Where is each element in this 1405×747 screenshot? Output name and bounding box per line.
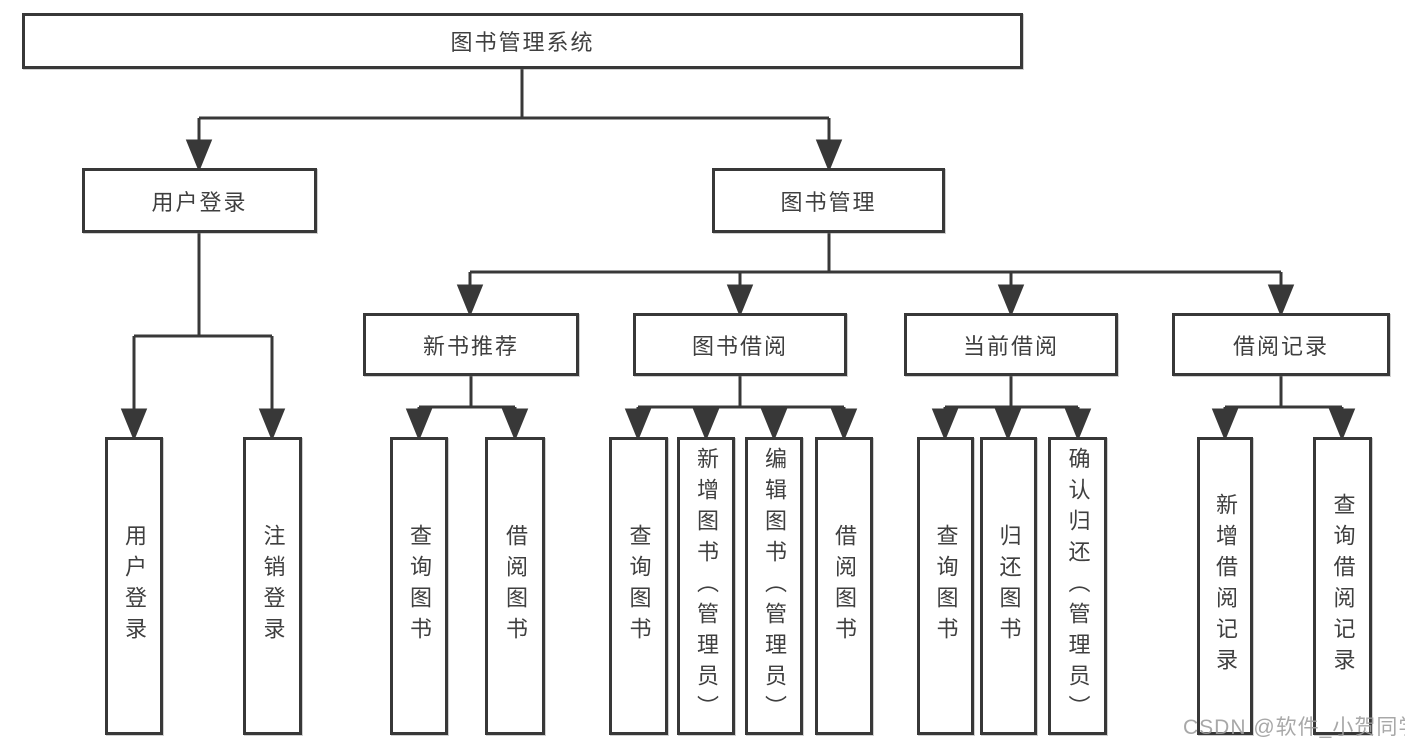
- node-book-management: 图书管理: [712, 168, 945, 233]
- node-label: 图书管理系统: [450, 30, 595, 55]
- connector-new-books-to-leaves: [405, 376, 529, 441]
- leaf-query-books-3: 查询图书: [917, 437, 974, 735]
- node-label: 图书借阅: [691, 333, 788, 359]
- arrowhead-icon: [815, 139, 843, 172]
- arrowhead-icon: [1328, 408, 1356, 441]
- leaf-label: 新增借阅记录: [1213, 493, 1238, 679]
- connector-root-to-level2: [185, 69, 843, 172]
- leaf-query-books-1: 查询图书: [390, 437, 448, 735]
- leaf-label: 新增图书（管理员）: [694, 446, 719, 726]
- arrowhead-icon: [1267, 284, 1295, 317]
- node-new-book-recommendation: 新书推荐: [363, 313, 579, 376]
- leaf-add-borrow-record: 新增借阅记录: [1197, 437, 1253, 735]
- node-borrowing-records: 借阅记录: [1172, 313, 1390, 376]
- node-book-borrowing: 图书借阅: [633, 313, 847, 376]
- leaf-borrow-books-2: 借阅图书: [815, 437, 873, 735]
- node-label: 新书推荐: [422, 333, 519, 359]
- leaf-label: 借阅图书: [832, 524, 857, 648]
- connector-current-to-leaves: [931, 376, 1092, 441]
- csdn-watermark: CSDN @软件_小贺同学: [1183, 716, 1405, 739]
- node-library-management-system: 图书管理系统: [22, 13, 1023, 69]
- leaf-add-books-admin: 新增图书（管理员）: [677, 437, 735, 735]
- leaf-label: 归还图书: [996, 524, 1022, 648]
- leaf-return-books: 归还图书: [980, 437, 1037, 735]
- connector-borrowing-to-leaves: [624, 376, 858, 441]
- connector-records-to-leaves: [1211, 376, 1356, 441]
- arrowhead-icon: [692, 408, 720, 441]
- arrowhead-icon: [760, 408, 788, 441]
- arrowhead-icon: [501, 408, 529, 441]
- connector-book-mgmt-to-level3: [456, 233, 1295, 317]
- arrowhead-icon: [830, 408, 858, 441]
- leaf-label: 注销登录: [260, 524, 286, 648]
- leaf-label: 用户登录: [122, 524, 147, 648]
- arrowhead-icon: [1211, 408, 1239, 441]
- node-label: 图书管理: [780, 189, 877, 215]
- leaf-label: 确认归还（管理员）: [1065, 446, 1091, 726]
- leaf-logout: 注销登录: [243, 437, 302, 735]
- connector-user-login-to-leaves: [120, 232, 286, 441]
- leaf-label: 编辑图书（管理员）: [762, 446, 787, 726]
- leaf-label: 查询借阅记录: [1330, 493, 1356, 679]
- arrowhead-icon: [931, 408, 959, 441]
- arrowhead-icon: [1064, 408, 1092, 441]
- leaf-query-books-2: 查询图书: [609, 437, 668, 735]
- arrowhead-icon: [456, 284, 484, 317]
- arrowhead-icon: [624, 408, 652, 441]
- node-label: 当前借阅: [962, 333, 1059, 359]
- arrowhead-icon: [258, 408, 286, 441]
- arrowhead-icon: [405, 408, 433, 441]
- arrowhead-icon: [726, 284, 754, 317]
- node-current-borrowing: 当前借阅: [904, 313, 1118, 376]
- arrowhead-icon: [994, 408, 1022, 441]
- leaf-query-borrow-record: 查询借阅记录: [1313, 437, 1372, 735]
- node-user-login: 用户登录: [82, 168, 317, 233]
- arrowhead-icon: [120, 408, 148, 441]
- node-label: 借阅记录: [1232, 333, 1329, 359]
- leaf-label: 查询图书: [407, 524, 432, 648]
- leaf-label: 查询图书: [933, 524, 959, 648]
- leaf-user-login: 用户登录: [105, 437, 163, 735]
- leaf-confirm-return-admin: 确认归还（管理员）: [1048, 437, 1107, 735]
- leaf-label: 借阅图书: [503, 524, 528, 648]
- arrowhead-icon: [185, 139, 213, 172]
- leaf-borrow-books-1: 借阅图书: [485, 437, 545, 735]
- node-label: 用户登录: [151, 189, 248, 215]
- leaf-label: 查询图书: [626, 524, 652, 648]
- leaf-edit-books-admin: 编辑图书（管理员）: [745, 437, 803, 735]
- arrowhead-icon: [997, 284, 1025, 317]
